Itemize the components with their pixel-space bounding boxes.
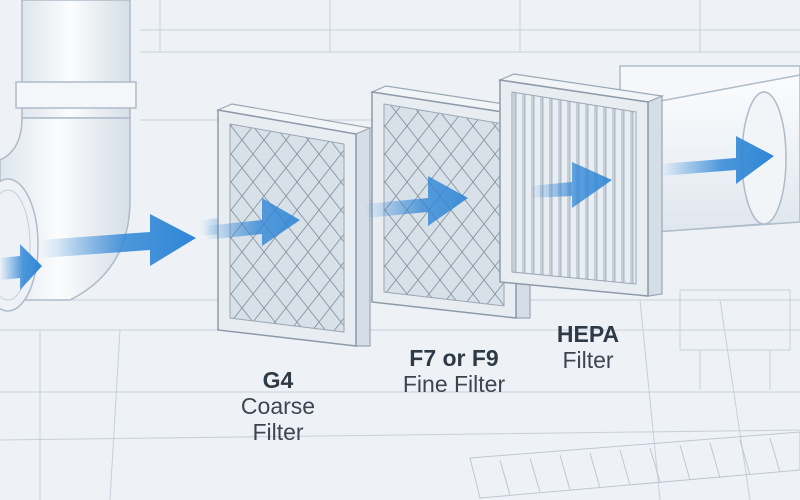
airflow-arrow-2 [40,214,196,266]
floor-grate [469,431,800,499]
fine-filter-label: F7 or F9 Fine Filter [384,345,524,398]
fine-filter-code: F7 or F9 [409,345,499,371]
g4-filter-code: G4 [262,367,294,393]
airflow-arrow-6 [660,136,774,184]
hepa-filter-label: HEPA Filter [538,321,638,374]
airflow-arrow-1 [0,244,42,290]
fine-filter-name: Fine Filter [402,370,506,397]
airflow-front [205,162,612,246]
hepa-filter-code: HEPA [556,321,620,347]
g4-filter-name-line2: Filter [252,418,304,445]
hepa-filter-name: Filter [562,346,614,373]
g4-filter-name-line1: Coarse [240,392,316,419]
g4-filter-label: G4 Coarse Filter [218,367,338,445]
